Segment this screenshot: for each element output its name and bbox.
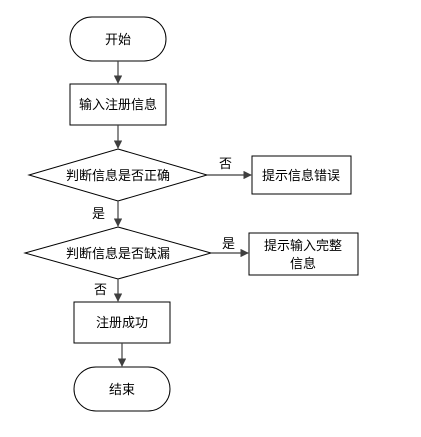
complete-msg-label-line2: 信息 [290,256,316,272]
input-info-label: 输入注册信息 [79,97,157,113]
error-msg-node: 提示信息错误 [251,155,352,195]
error-msg-label: 提示信息错误 [262,168,340,184]
start-label: 开始 [105,33,131,48]
complete-msg-label-line1: 提示输入完整 [264,238,342,254]
edge-correct-no-label: 否 [219,157,232,172]
edge-correct-yes-label: 是 [92,207,105,222]
check-missing-label: 判断信息是否缺漏 [66,246,170,262]
edge-missing-yes-label: 是 [222,237,235,252]
success-label: 注册成功 [96,316,148,331]
check-correct-label: 判断信息是否正确 [66,168,170,184]
end-label: 结束 [109,383,135,398]
success-node: 注册成功 [73,301,171,344]
end-node: 结束 [73,366,171,412]
check-missing-decision: 判断信息是否缺漏 [23,226,213,280]
complete-msg-node: 提示输入完整 信息 [248,232,359,276]
check-correct-decision: 判断信息是否正确 [27,148,209,202]
edge-missing-no-label: 否 [94,283,107,298]
input-info-node: 输入注册信息 [69,83,167,126]
start-node: 开始 [69,16,167,62]
